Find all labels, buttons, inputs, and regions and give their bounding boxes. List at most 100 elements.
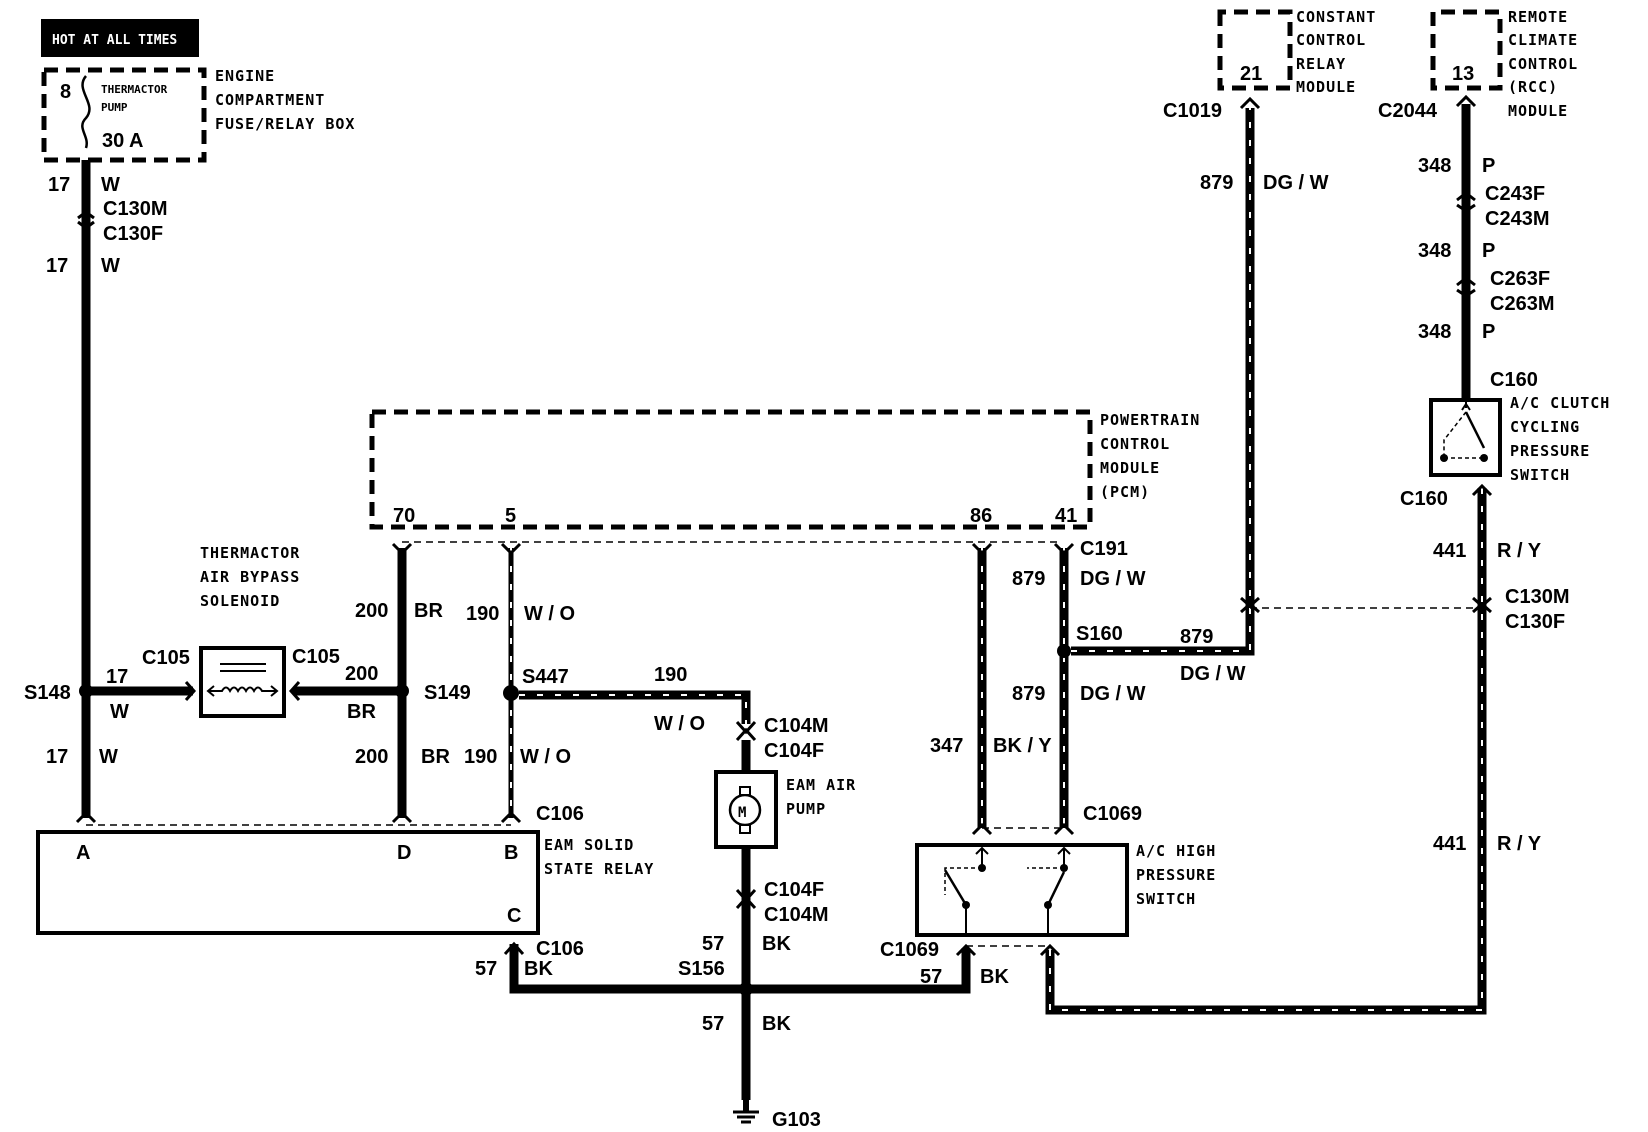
connector-c160-bottom bbox=[1471, 483, 1493, 497]
wire-color-wo: W / O bbox=[520, 746, 571, 768]
connector-c1069-a bbox=[955, 943, 977, 957]
connector-c191-86 bbox=[971, 542, 993, 556]
connector-label-c263f: C263F bbox=[1490, 268, 1550, 290]
wire-label-347: 347 bbox=[930, 735, 963, 757]
hot-at-all-times-banner: HOT AT ALL TIMES bbox=[41, 19, 199, 57]
switch-contact-icon bbox=[943, 869, 968, 906]
remote-climate-control-module: 13 REMOTE CLIMATE CONTROL (RCC) MODULE bbox=[1430, 8, 1578, 120]
connector-label-c191: C191 bbox=[1080, 538, 1128, 560]
switch-contact-icon bbox=[1464, 411, 1486, 449]
wire-label-348: 348 bbox=[1418, 240, 1451, 262]
connector-c106-bottom bbox=[503, 941, 525, 956]
splice-label-s160: S160 bbox=[1076, 623, 1123, 645]
wire-color-p: P bbox=[1482, 155, 1495, 177]
fuse-box-label-2: COMPARTMENT bbox=[215, 91, 325, 109]
connector-c2044 bbox=[1455, 94, 1477, 108]
wire-color-ry: R / Y bbox=[1497, 540, 1542, 562]
wire-label-57: 57 bbox=[475, 958, 497, 980]
connector-label-c160: C160 bbox=[1400, 488, 1448, 510]
connector-c104-bottom bbox=[735, 888, 757, 910]
ac-clutch-cycling-pressure-switch: A/C CLUTCH CYCLING PRESSURE SWITCH bbox=[1429, 394, 1610, 484]
eam-solid-state-relay: A D B C C106 EAM SOLID STATE RELAY bbox=[36, 803, 654, 935]
thermactor-air-bypass-solenoid: THERMACTOR AIR BYPASS SOLENOID bbox=[199, 544, 300, 718]
ccrm-label-1: CONSTANT bbox=[1296, 8, 1376, 26]
wire-label-190: 190 bbox=[466, 603, 499, 625]
fuse-box-label-1: ENGINE bbox=[215, 67, 275, 85]
connector-c130-left bbox=[77, 210, 95, 230]
cycling-switch-label-4: SWITCH bbox=[1510, 466, 1570, 484]
hp-switch-label-3: SWITCH bbox=[1136, 890, 1196, 908]
engine-fuse-relay-box: 8 THERMACTOR PUMP 30 A ENGINE COMPARTMEN… bbox=[41, 67, 355, 163]
wire-label-200: 200 bbox=[345, 663, 378, 685]
splice-s160 bbox=[1057, 644, 1071, 658]
pcm-label-4: (PCM) bbox=[1100, 483, 1150, 501]
wire-color-w: W bbox=[99, 746, 118, 768]
wire-label-17: 17 bbox=[48, 174, 70, 196]
hp-switch-label-1: A/C HIGH bbox=[1136, 842, 1216, 860]
wire-color-br: BR bbox=[414, 600, 443, 622]
ground-label: G103 bbox=[772, 1109, 821, 1131]
wire-color-bk: BK bbox=[762, 1013, 791, 1035]
cycling-switch-label-1: A/C CLUTCH bbox=[1510, 394, 1610, 412]
connector-label-c130f: C130F bbox=[103, 223, 163, 245]
rcc-label-2: CLIMATE bbox=[1508, 31, 1578, 49]
connector-label-c106: C106 bbox=[536, 938, 584, 960]
wire-color-dgw: DG / W bbox=[1263, 172, 1329, 194]
splice-label-s149: S149 bbox=[424, 682, 471, 704]
wire-color-bky: BK / Y bbox=[993, 735, 1052, 757]
wire-label-190: 190 bbox=[654, 664, 687, 686]
connector-label-c130m: C130M bbox=[103, 198, 167, 220]
wire-label-879: 879 bbox=[1012, 568, 1045, 590]
wire-label-441: 441 bbox=[1433, 540, 1466, 562]
connector-c105-left bbox=[184, 681, 197, 701]
wire-color-w: W bbox=[101, 255, 120, 277]
wire-label-57: 57 bbox=[702, 1013, 724, 1035]
connector-c263 bbox=[1456, 276, 1476, 298]
connector-label-c243f: C243F bbox=[1485, 183, 1545, 205]
wire-57-relay-ground bbox=[509, 944, 746, 994]
solenoid-label-2: AIR BYPASS bbox=[200, 568, 300, 586]
ground-g103: G103 bbox=[733, 1100, 821, 1131]
splice-s149 bbox=[395, 684, 409, 698]
connector-label-c130m: C130M bbox=[1505, 586, 1569, 608]
solenoid-label-3: SOLENOID bbox=[200, 592, 280, 610]
wire-color-dgw: DG / W bbox=[1080, 568, 1146, 590]
wire-label-200: 200 bbox=[355, 600, 388, 622]
solenoid-label-1: THERMACTOR bbox=[200, 544, 300, 562]
splice-label-s148: S148 bbox=[24, 682, 71, 704]
pcm-pin-5: 5 bbox=[505, 505, 516, 527]
ac-high-pressure-switch: C1069 A/C HIGH PRESSURE SWITCH bbox=[915, 803, 1216, 947]
relay-label-2: STATE RELAY bbox=[544, 860, 654, 878]
wire-color-bk: BK bbox=[762, 933, 791, 955]
connector-label-c1069: C1069 bbox=[880, 939, 939, 961]
connector-c191-5 bbox=[500, 542, 522, 556]
wire-57-switch-ground bbox=[746, 948, 971, 994]
fuse-box-label-3: FUSE/RELAY BOX bbox=[215, 115, 355, 133]
wire-label-200: 200 bbox=[355, 746, 388, 768]
rcc-label-1: REMOTE bbox=[1508, 8, 1568, 26]
connector-c1019 bbox=[1239, 96, 1261, 110]
ccrm-label-3: RELAY bbox=[1296, 55, 1346, 73]
connector-label-c105: C105 bbox=[292, 646, 340, 668]
wire-label-17: 17 bbox=[46, 255, 68, 277]
wire-label-879: 879 bbox=[1180, 626, 1213, 648]
fuse-icon bbox=[81, 75, 91, 149]
motor-symbol: M bbox=[738, 805, 746, 821]
pcm-pin-86: 86 bbox=[970, 505, 992, 527]
connector-c243 bbox=[1456, 191, 1476, 213]
connector-label-c160: C160 bbox=[1490, 369, 1538, 391]
connector-c130-right-a bbox=[1240, 596, 1260, 614]
pcm-label-3: MODULE bbox=[1100, 459, 1160, 477]
splice-s447 bbox=[503, 685, 519, 701]
fuse-name-line2: PUMP bbox=[101, 101, 128, 114]
connector-label-c263m: C263M bbox=[1490, 293, 1554, 315]
wire-color-wo: W / O bbox=[524, 603, 575, 625]
cycling-switch-label-3: PRESSURE bbox=[1510, 442, 1590, 460]
wire-label-190: 190 bbox=[464, 746, 497, 768]
connector-label-c1019: C1019 bbox=[1163, 100, 1222, 122]
fuse-number: 8 bbox=[60, 81, 71, 103]
wire-color-p: P bbox=[1482, 321, 1495, 343]
coil-icon bbox=[208, 686, 277, 694]
connector-label-c106: C106 bbox=[536, 803, 584, 825]
connector-label-c104f: C104F bbox=[764, 740, 824, 762]
